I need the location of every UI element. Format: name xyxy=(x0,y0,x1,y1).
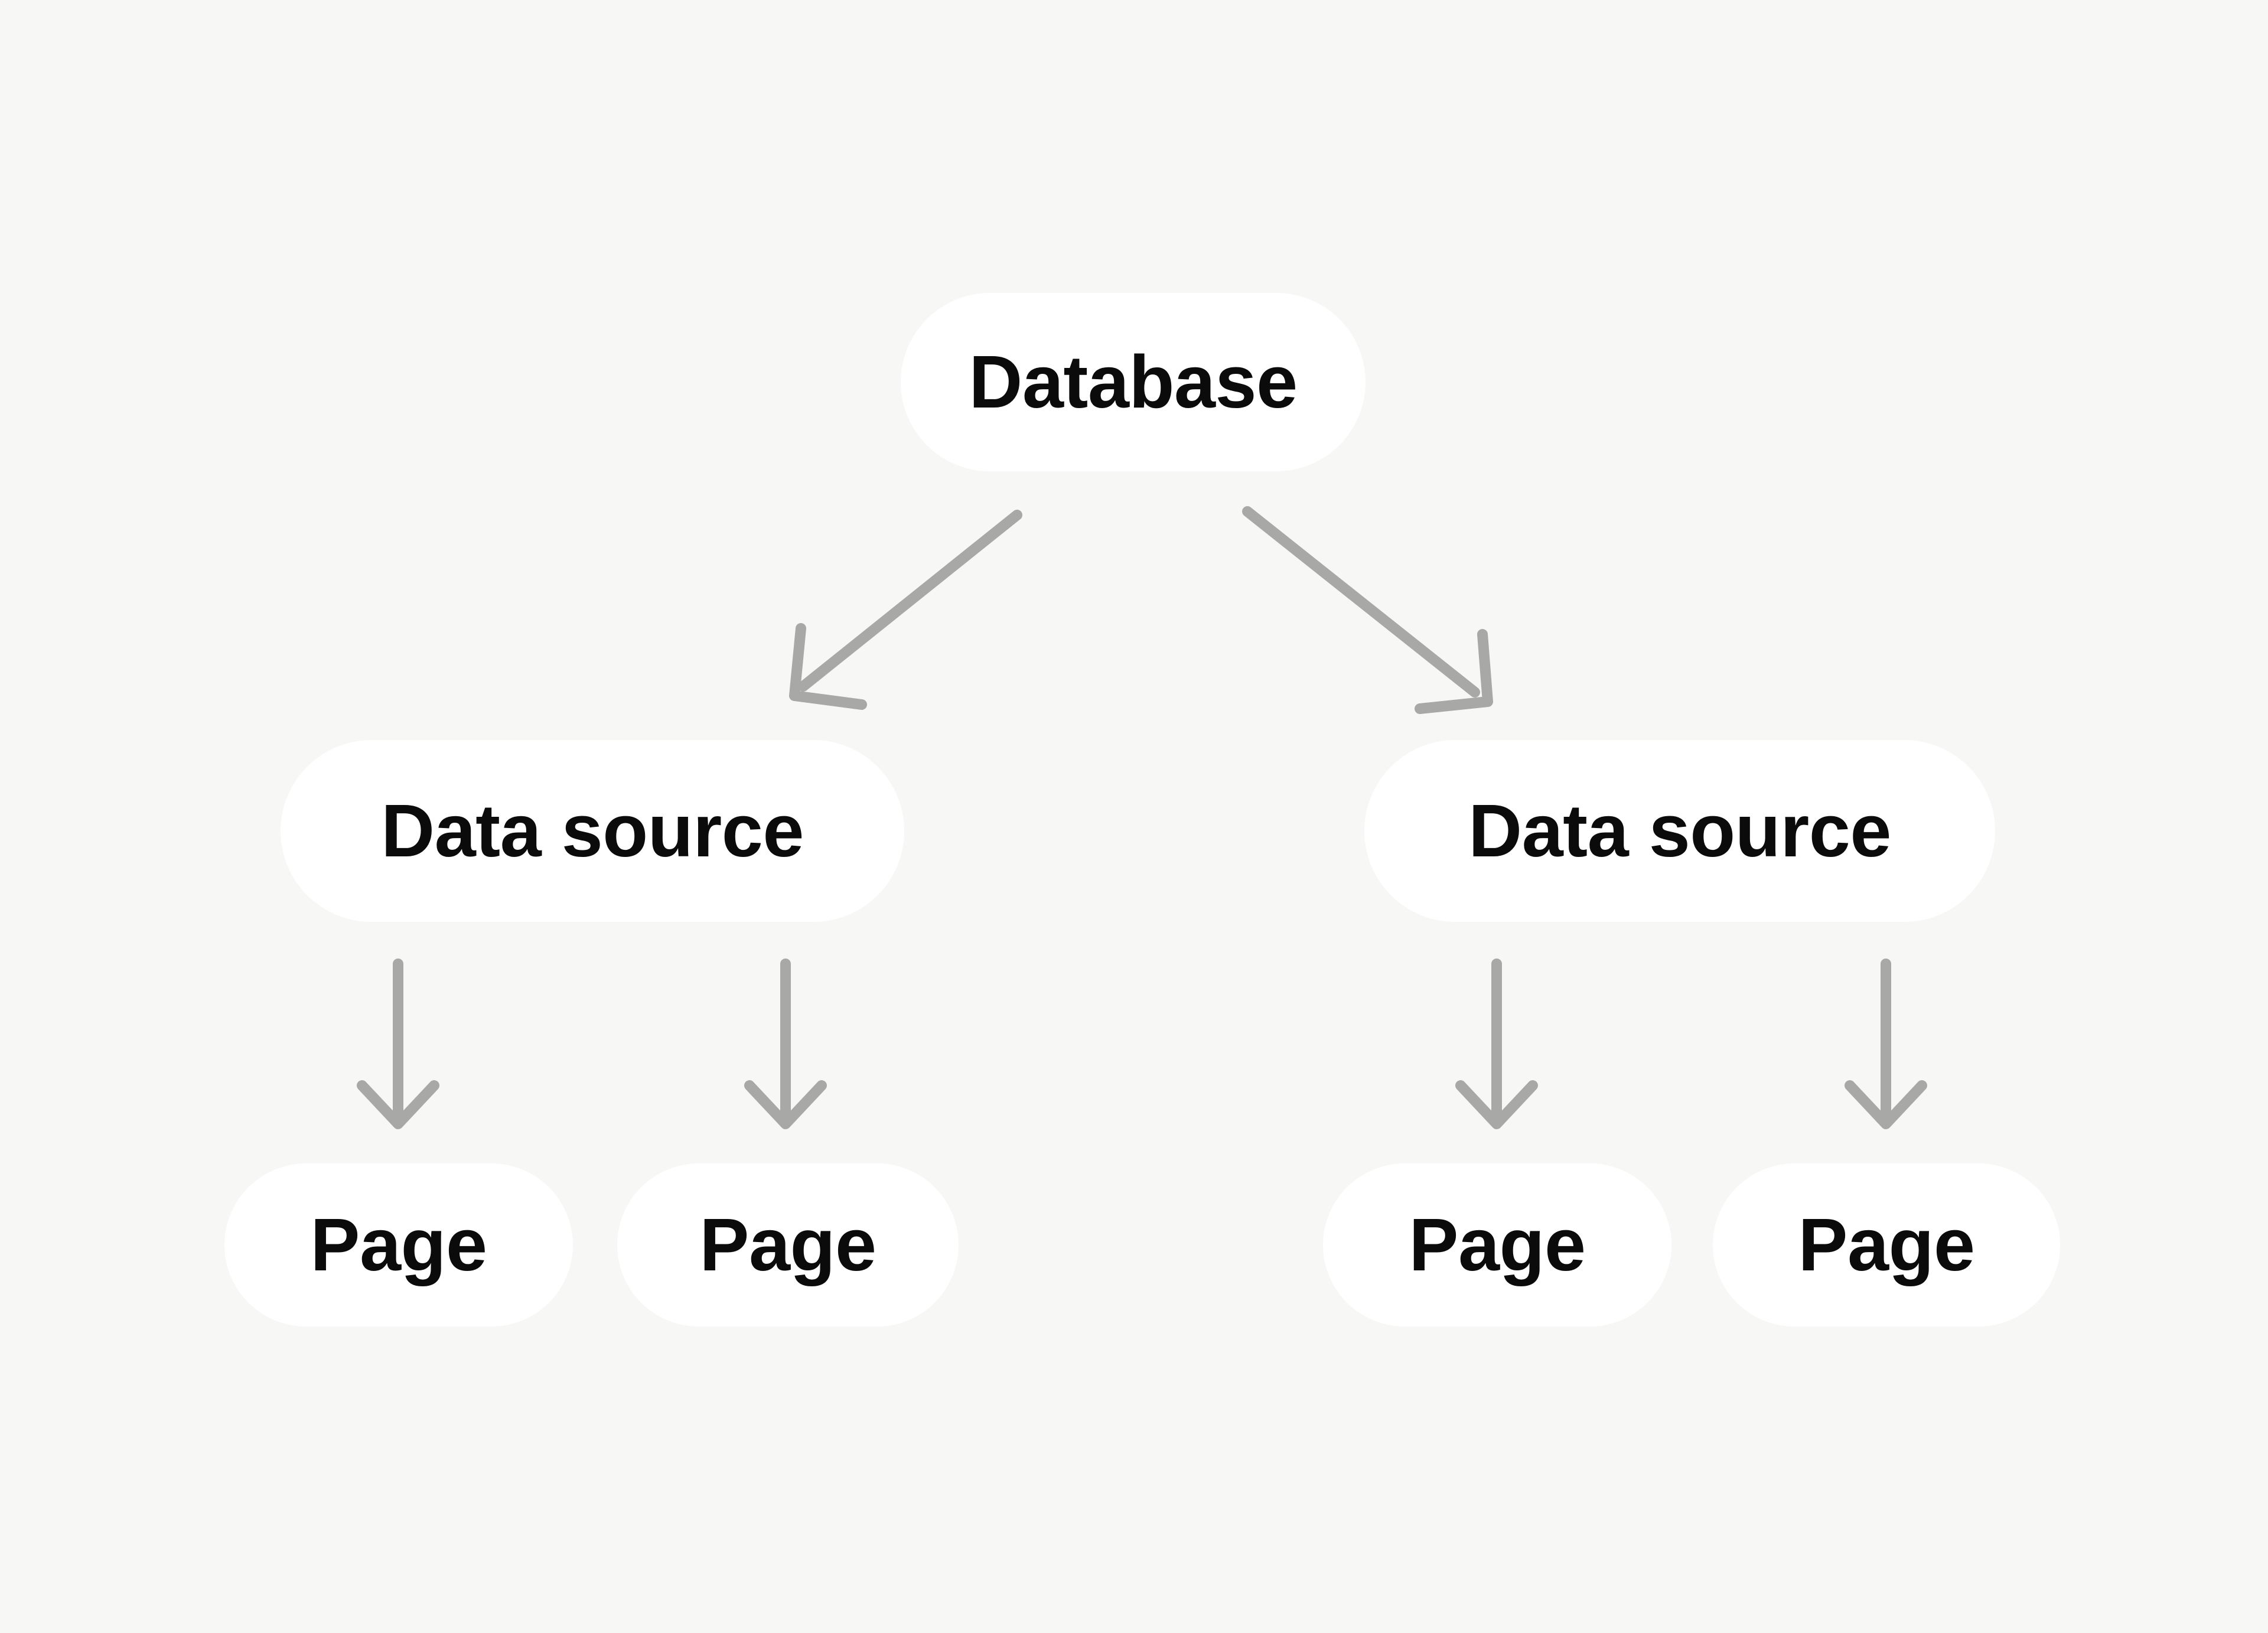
node-page-1-label: Page xyxy=(310,1203,487,1286)
edge-database-to-datasource-right-icon xyxy=(1242,506,1493,714)
edge-datasource-right-to-page-3-icon xyxy=(1455,959,1538,1129)
node-page-4[interactable]: Page xyxy=(1713,1163,2060,1326)
node-data-source-left[interactable]: Data source xyxy=(281,740,904,922)
node-database[interactable]: Database xyxy=(901,293,1366,471)
edge-datasource-left-to-page-1-icon xyxy=(357,959,439,1129)
node-page-3-label: Page xyxy=(1409,1203,1586,1286)
node-data-source-left-label: Data source xyxy=(381,789,804,872)
node-data-source-right[interactable]: Data source xyxy=(1364,740,1995,922)
node-data-source-right-label: Data source xyxy=(1468,789,1891,872)
edge-datasource-right-to-page-4-icon xyxy=(1845,959,1927,1129)
node-page-2-label: Page xyxy=(699,1203,876,1286)
node-page-1[interactable]: Page xyxy=(224,1163,573,1326)
node-page-2[interactable]: Page xyxy=(617,1163,959,1326)
node-database-label: Database xyxy=(969,340,1298,423)
node-page-4-label: Page xyxy=(1798,1203,1975,1286)
node-page-3[interactable]: Page xyxy=(1323,1163,1671,1326)
edge-datasource-left-to-page-2-icon xyxy=(744,959,827,1129)
edge-database-to-datasource-left-icon xyxy=(789,510,1022,710)
